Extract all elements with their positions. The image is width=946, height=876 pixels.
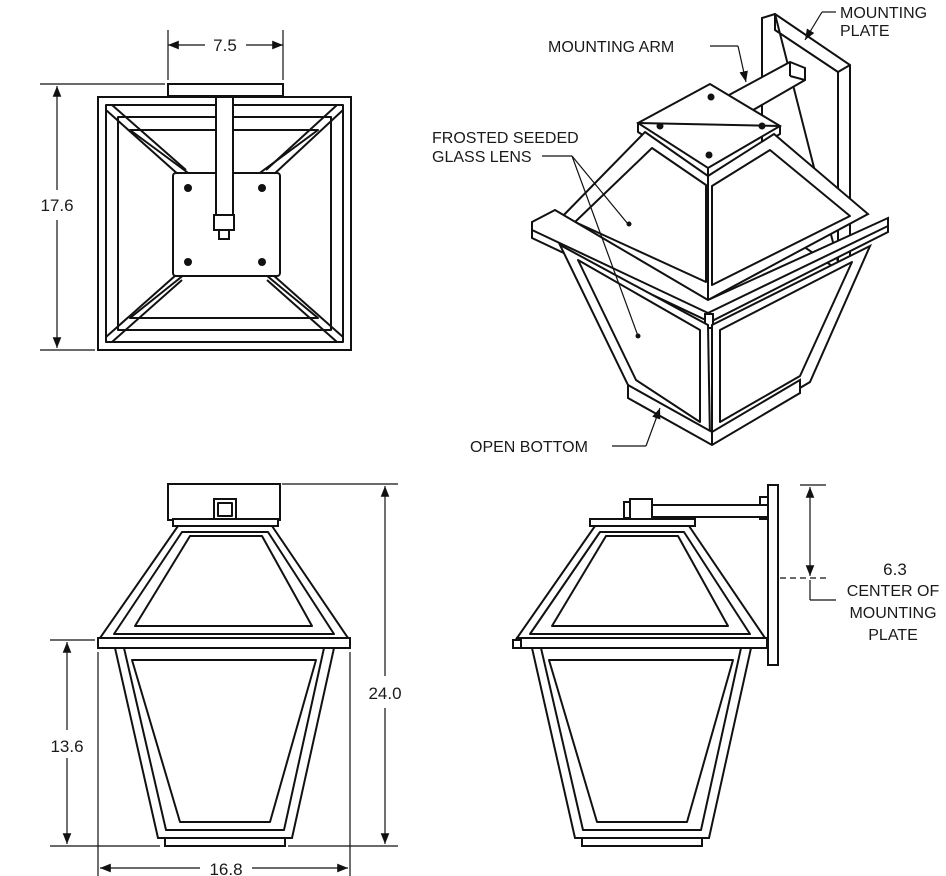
dim-front-total: 24.0 xyxy=(368,684,401,703)
dim-top-height: 17.6 xyxy=(40,196,73,215)
dim-front-width: 16.8 xyxy=(209,860,242,876)
svg-text:FROSTED SEEDED: FROSTED SEEDED xyxy=(432,130,579,147)
callout-mounting-arm: MOUNTING ARM xyxy=(548,39,748,83)
dimension-front-width: 16.8 xyxy=(97,652,351,876)
front-view xyxy=(97,483,351,847)
isometric-view xyxy=(531,12,889,447)
dimension-top-height: 17.6 xyxy=(40,83,165,351)
dimension-front-body: 13.6 xyxy=(50,639,160,847)
side-view xyxy=(512,484,779,847)
callout-open-bottom: OPEN BOTTOM xyxy=(470,407,661,456)
svg-text:CENTER OF: CENTER OF xyxy=(847,583,940,600)
dim-top-width: 7.5 xyxy=(213,36,237,55)
callout-glass-lens: FROSTED SEEDED GLASS LENS xyxy=(432,130,641,339)
svg-text:PLATE: PLATE xyxy=(868,627,918,644)
svg-text:MOUNTING: MOUNTING xyxy=(849,605,936,622)
callout-mounting-plate: MOUNTING PLATE xyxy=(804,5,927,41)
dimension-top-width: 7.5 xyxy=(167,30,284,80)
svg-text:OPEN BOTTOM: OPEN BOTTOM xyxy=(470,439,588,456)
svg-text:GLASS LENS: GLASS LENS xyxy=(432,149,532,166)
dimension-front-height: 24.0 xyxy=(282,483,402,847)
svg-text:MOUNTING: MOUNTING xyxy=(840,5,927,22)
top-view xyxy=(97,83,352,351)
svg-text:PLATE: PLATE xyxy=(840,23,890,40)
dim-side-center: 6.3 xyxy=(883,560,907,579)
svg-text:MOUNTING ARM: MOUNTING ARM xyxy=(548,39,674,56)
dimension-side-center: 6.3 CENTER OF MOUNTING PLATE xyxy=(780,484,940,644)
dim-front-body: 13.6 xyxy=(50,737,83,756)
